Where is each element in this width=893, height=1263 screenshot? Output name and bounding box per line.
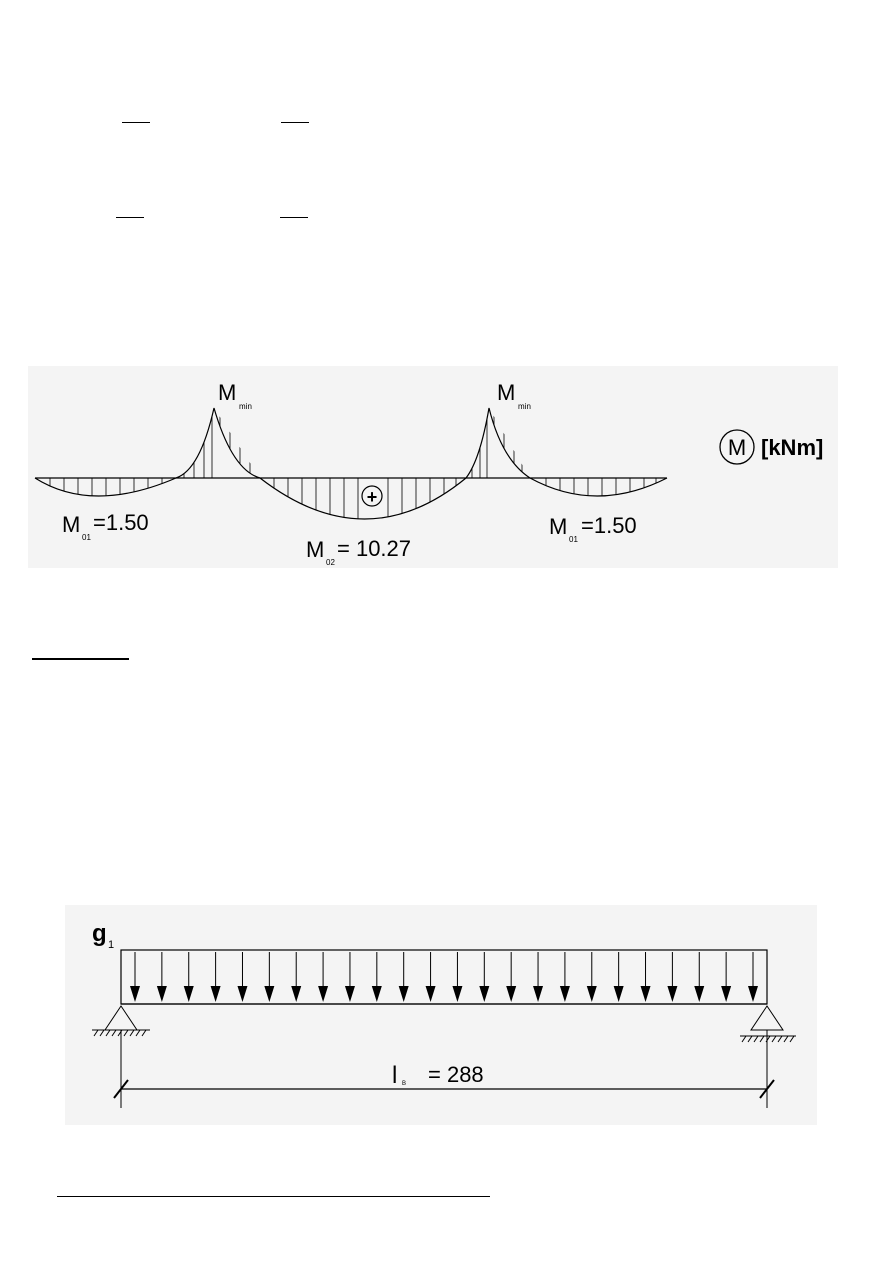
m01-left-subscript: 01	[82, 533, 91, 542]
load-arrow-head	[398, 986, 409, 1002]
span-value: = 288	[428, 1062, 484, 1087]
load-arrow-head	[613, 986, 624, 1002]
load-arrow-head	[586, 986, 597, 1002]
fraction-bar-4	[280, 217, 308, 218]
m02-subscript: 02	[326, 558, 335, 567]
load-arrow-head	[183, 986, 194, 1002]
load-arrow-head	[291, 986, 302, 1002]
m01-left-label: M	[62, 512, 80, 537]
load-arrow-head	[130, 986, 140, 1002]
distributed-load-block	[120, 949, 768, 1005]
load-arrow-head	[694, 986, 705, 1002]
positive-sign: +	[367, 487, 378, 507]
load-arrow-head	[533, 986, 544, 1002]
load-arrow-head	[452, 986, 463, 1002]
section-heading-underline	[32, 658, 129, 660]
span-dimension	[113, 1030, 775, 1108]
load-arrow-head	[506, 986, 517, 1002]
moment-diagram-panel	[28, 366, 838, 568]
mmin-left-subscript: min	[239, 402, 252, 411]
load-arrow-head	[667, 986, 678, 1002]
load-arrow-head	[559, 986, 570, 1002]
load-arrow-head	[210, 986, 221, 1002]
right-roller-support	[740, 1005, 796, 1043]
fraction-bar-2	[281, 122, 309, 123]
fraction-bar-3	[116, 217, 144, 218]
load-arrow-head	[748, 986, 758, 1002]
beam-diagram-panel	[65, 905, 817, 1125]
mmin-left-label: M	[218, 380, 236, 405]
mmin-right-subscript: min	[518, 402, 531, 411]
load-arrow-head	[425, 986, 436, 1002]
load-arrow-head	[237, 986, 248, 1002]
load-arrow-head	[371, 986, 382, 1002]
footnote-separator	[57, 1196, 490, 1197]
load-arrows	[130, 952, 758, 1002]
load-arrow-head	[640, 986, 651, 1002]
mmin-right-label: M	[497, 380, 515, 405]
m02-label: M	[306, 537, 324, 562]
m01-right-label: M	[549, 514, 567, 539]
m01-right-subscript: 01	[569, 535, 578, 544]
load-arrow-head	[721, 986, 732, 1002]
load-arrow-head	[344, 986, 355, 1002]
span-label: l	[392, 1062, 397, 1089]
load-label: g	[92, 920, 107, 947]
m02-value: = 10.27	[337, 536, 411, 561]
load-label-subscript: 1	[108, 939, 114, 951]
legend-symbol: M	[728, 435, 746, 460]
moment-curve	[34, 407, 668, 520]
load-arrow-head	[264, 986, 275, 1002]
legend-circle	[719, 429, 755, 465]
fraction-bar-1	[122, 122, 150, 123]
span-label-subscript: B	[402, 1081, 406, 1087]
m01-right-value: =1.50	[581, 513, 637, 538]
load-arrow-head	[318, 986, 329, 1002]
m01-left-value: =1.50	[93, 510, 149, 535]
load-arrow-head	[479, 986, 490, 1002]
load-arrow-head	[156, 986, 167, 1002]
positive-sign-circle	[361, 485, 383, 507]
legend-unit: [kNm]	[761, 435, 823, 460]
